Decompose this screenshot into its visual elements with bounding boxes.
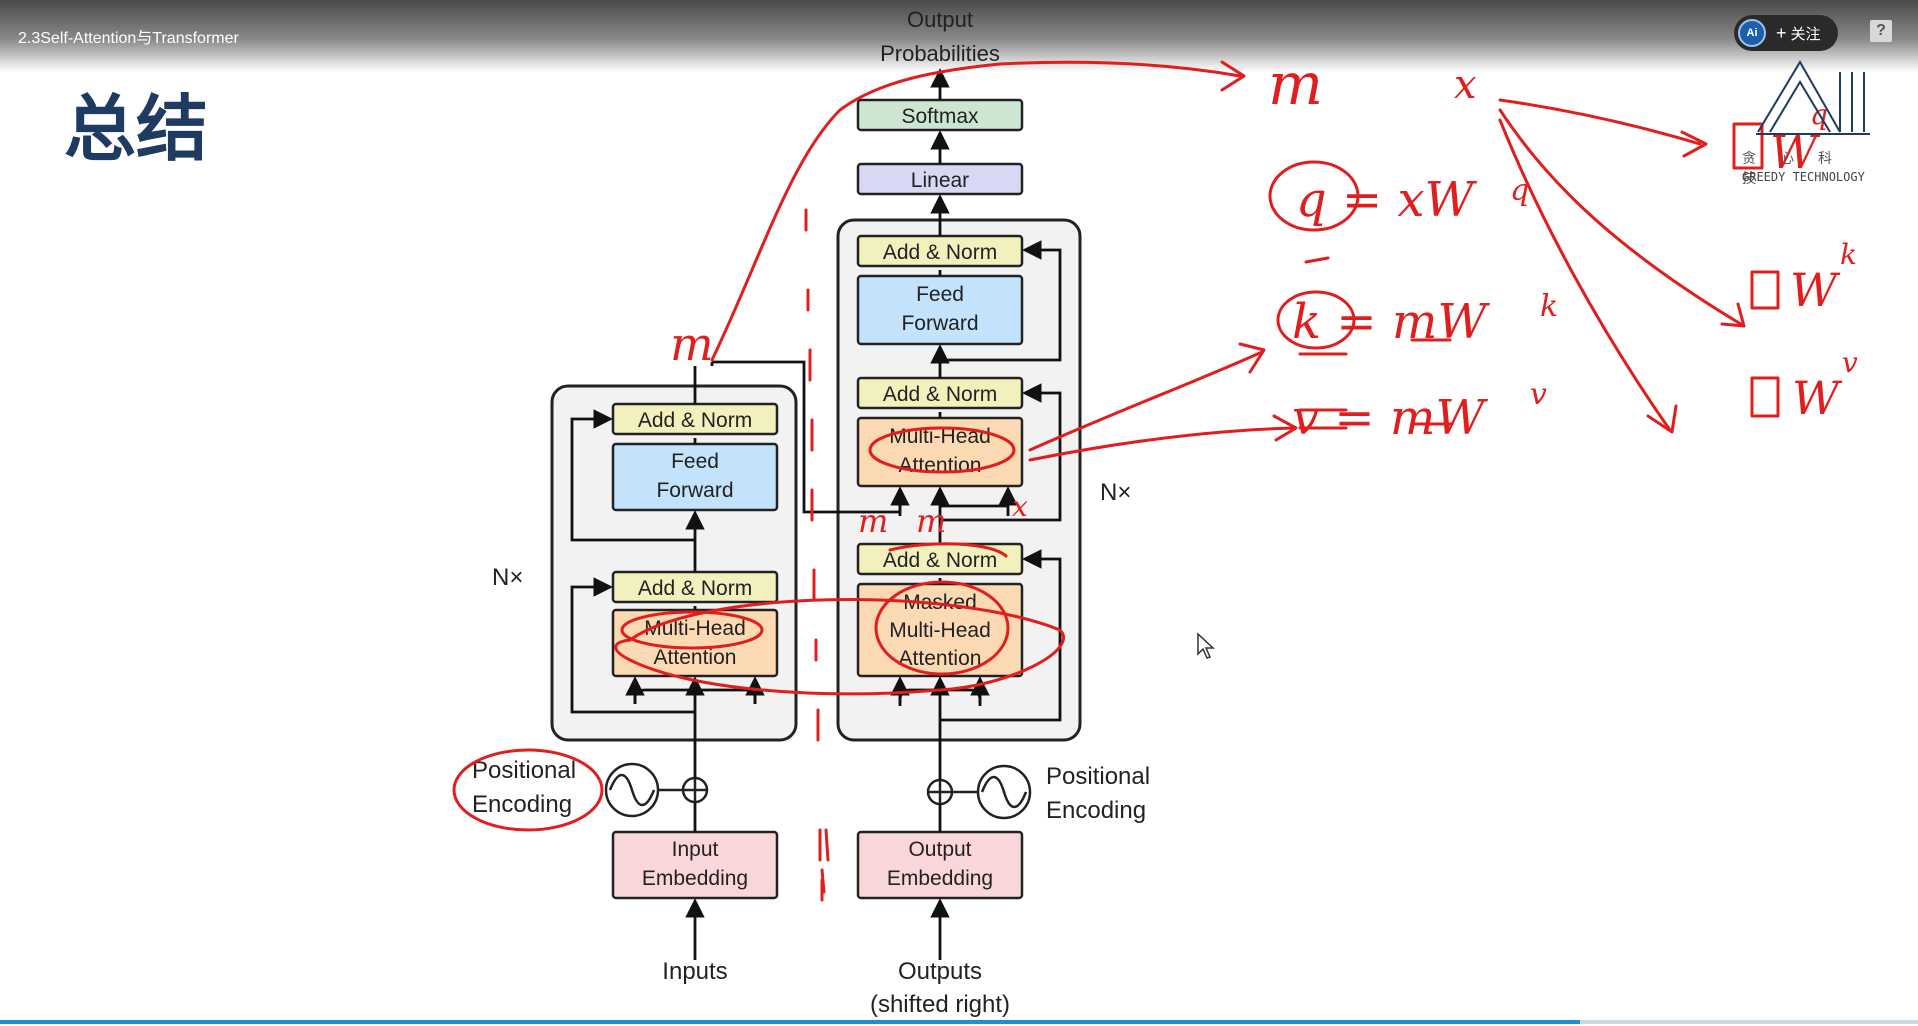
annotation-circle-positional bbox=[452, 748, 604, 832]
annotation-wk-sup: k bbox=[1840, 238, 1857, 271]
annotation-m-left: m bbox=[670, 317, 714, 371]
diagram-arrows bbox=[570, 68, 1062, 960]
annotation-k-equation: k = mW bbox=[1292, 294, 1490, 350]
slide-heading: 总结 bbox=[64, 87, 209, 171]
encoder-sine-wave bbox=[608, 773, 656, 807]
decoder-ff-label-2: Forward bbox=[901, 312, 978, 335]
masked-label-3: Attention bbox=[899, 647, 982, 670]
annotation-circle-q bbox=[1268, 160, 1360, 232]
annotation-m-mid-2: m bbox=[916, 502, 946, 540]
channel-avatar[interactable]: Ai bbox=[1738, 19, 1766, 47]
red-annotations bbox=[452, 60, 1780, 902]
red-annotation-text: m x q = xW k = mW v = mW m m m x q k v W… bbox=[670, 50, 1858, 540]
annotation-circle-k bbox=[1276, 290, 1356, 350]
encoder-ff-label-2: Forward bbox=[656, 479, 733, 502]
logo-english-text: GREEDY TECHNOLOGY bbox=[1742, 170, 1865, 184]
annotation-wk-label: W bbox=[1790, 263, 1841, 317]
annotation-arrow-wq bbox=[1498, 98, 1702, 146]
annotation-circle-decoder-mha bbox=[868, 426, 1016, 474]
annotation-arrow-k bbox=[1028, 350, 1264, 452]
annotation-w-v-sup: v bbox=[1530, 377, 1547, 412]
input-embedding-label-1: Input bbox=[672, 838, 719, 861]
encoder-mha-label-2: Attention bbox=[654, 646, 737, 669]
mouse-cursor-icon bbox=[1197, 632, 1215, 659]
plus-icon: + bbox=[1776, 22, 1787, 43]
decoder-pos-label-2: Encoding bbox=[1046, 797, 1146, 824]
annotation-box-wk bbox=[1750, 270, 1780, 310]
annotation-w-q-sup: q bbox=[1510, 173, 1529, 208]
decoder-nx-label: N× bbox=[1100, 479, 1131, 506]
encoder-block bbox=[550, 384, 798, 742]
output-embedding-label-1: Output bbox=[908, 838, 971, 861]
annotation-q-equation: q = xW bbox=[1296, 172, 1478, 228]
masked-label-1: Masked bbox=[903, 591, 977, 614]
decoder-add-norm-1-label: Add & Norm bbox=[883, 549, 997, 572]
annotation-arrow-wk bbox=[1498, 108, 1746, 328]
follow-button[interactable]: Ai + 关注 bbox=[1734, 15, 1838, 51]
greedy-logo-icon bbox=[1756, 60, 1870, 135]
softmax-label: Softmax bbox=[901, 105, 979, 128]
annotation-wv-label: W bbox=[1792, 371, 1843, 425]
encoder-add-norm-2-label: Add & Norm bbox=[638, 409, 752, 432]
decoder-ff-label-1: Feed bbox=[916, 283, 964, 306]
follow-label: 关注 bbox=[1790, 25, 1821, 43]
masked-label-2: Multi-Head bbox=[889, 619, 991, 642]
annotation-box-wv bbox=[1750, 376, 1780, 418]
decoder-pos-label-1: Positional bbox=[1046, 763, 1150, 790]
encoder-pos-label-2: Encoding bbox=[472, 791, 572, 818]
annotation-arrow-v bbox=[1028, 426, 1296, 462]
inputs-label: Inputs bbox=[662, 958, 727, 985]
annotation-x-mid: x bbox=[1012, 490, 1028, 523]
decoder-add-norm-3-label: Add & Norm bbox=[883, 241, 997, 264]
annotation-ellipse-attention-row bbox=[614, 598, 1065, 696]
output-probabilities-label-2: Probabilities bbox=[880, 41, 1000, 66]
encoder-nx-label: N× bbox=[492, 564, 523, 591]
logo-chinese-text: 贪心科技 bbox=[1742, 151, 1856, 187]
help-button[interactable]: ? bbox=[1870, 20, 1892, 42]
outputs-label-1: Outputs bbox=[898, 958, 982, 985]
annotation-m-mid-1: m bbox=[858, 502, 888, 540]
output-probabilities-label-1: Output bbox=[907, 7, 973, 32]
annotation-wv-sup: v bbox=[1842, 346, 1858, 379]
decoder-add-norm-2-label: Add & Norm bbox=[883, 383, 997, 406]
encoder-pos-label-1: Positional bbox=[472, 757, 576, 784]
decoder-sine-wave bbox=[980, 775, 1028, 809]
annotation-w-k-sup: k bbox=[1540, 289, 1558, 324]
video-top-bar bbox=[0, 0, 1918, 72]
encoder-add-norm-1-label: Add & Norm bbox=[638, 577, 752, 600]
annotation-arrow-wv bbox=[1498, 118, 1672, 432]
linear-label: Linear bbox=[911, 169, 969, 192]
outputs-label-2: (shifted right) bbox=[870, 991, 1010, 1018]
annotation-box-wq bbox=[1732, 122, 1764, 170]
encoder-mha-label-1: Multi-Head bbox=[644, 617, 746, 640]
video-progress-bar[interactable] bbox=[0, 1020, 1580, 1024]
annotation-dashed-line bbox=[804, 208, 824, 902]
input-embedding-label-2: Embedding bbox=[642, 867, 748, 890]
annotation-circle-masked bbox=[874, 580, 1010, 676]
encoder-ff-label-1: Feed bbox=[671, 450, 719, 473]
output-embedding-label-2: Embedding bbox=[887, 867, 993, 890]
annotation-curve-to-m bbox=[710, 60, 1242, 362]
video-progress-remaining[interactable] bbox=[1580, 1020, 1918, 1024]
annotation-m-top: m bbox=[1268, 50, 1323, 118]
video-title: 2.3Self-Attention与Transformer bbox=[18, 30, 239, 47]
annotation-v-equation: v = mW bbox=[1292, 390, 1488, 446]
annotation-arrowhead-m bbox=[1220, 60, 1246, 92]
decoder-mha-label-2: Attention bbox=[899, 454, 982, 477]
annotation-x-top: x bbox=[1454, 62, 1477, 108]
annotation-circle-encoder-mha bbox=[620, 610, 764, 650]
